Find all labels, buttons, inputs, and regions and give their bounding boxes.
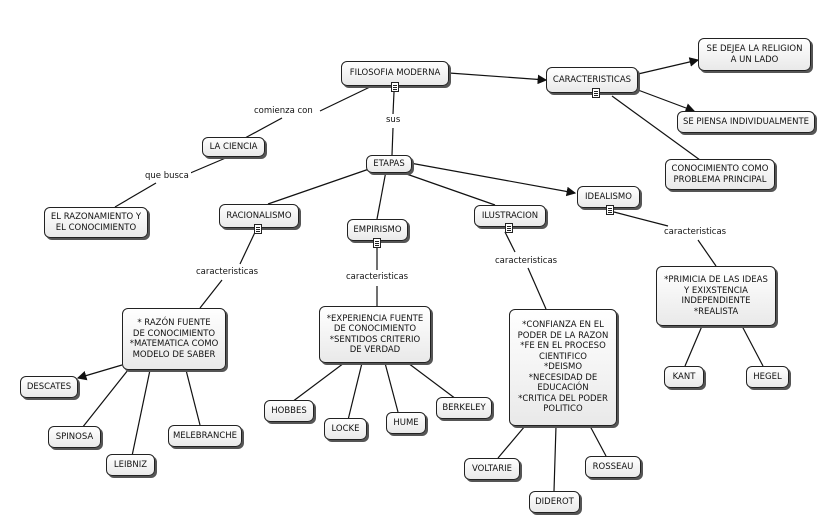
node-hobbes[interactable]: HOBBES [264,400,314,422]
document-icon[interactable] [505,223,513,233]
node-conocimiento[interactable]: CONOCIMIENTO COMO PROBLEMA PRINCIPAL [665,159,775,190]
node-kant[interactable]: KANT [664,366,704,388]
node-racionalismo-descripcion[interactable]: * RAZÓN FUENTE DE CONOCIMIENTO *MATEMATI… [122,308,226,370]
node-diderot[interactable]: DIDEROT [529,491,580,513]
link-label-que-busca: que busca [143,171,191,181]
node-spinosa[interactable]: SPINOSA [48,426,101,448]
link-label-caracteristicas-idealismo: caracteristicas [662,227,729,237]
node-empirismo-descripcion[interactable]: *EXPERIENCIA FUENTE DE CONOCIMIENTO *SEN… [319,306,431,363]
node-idealismo-descripcion[interactable]: *PRIMICIA DE LAS IDEAS Y EXIXSTENCIA IND… [656,266,776,326]
document-icon[interactable] [606,205,614,215]
node-razonamiento[interactable]: EL RAZONAMIENTO Y EL CONOCIMIENTO [44,207,148,238]
link-label-sus: sus [384,115,403,125]
node-hume[interactable]: HUME [386,412,426,434]
document-icon[interactable] [254,224,262,234]
node-leibniz[interactable]: LEIBNIZ [106,454,155,476]
document-icon[interactable] [592,88,600,98]
node-religion[interactable]: SE DEJEA LA RELIGION A UN LADO [698,38,811,71]
node-ilustracion-descripcion[interactable]: *CONFIANZA EN EL PODER DE LA RAZON *FE E… [509,309,617,426]
node-hegel[interactable]: HEGEL [746,366,789,388]
node-melebranche[interactable]: MELEBRANCHE [168,425,242,447]
node-voltarie[interactable]: VOLTARIE [464,458,520,480]
node-rosseau[interactable]: ROSSEAU [585,456,641,478]
node-etapas[interactable]: ETAPAS [366,155,412,173]
node-descartes[interactable]: DESCATES [20,376,78,398]
node-ilustracion[interactable]: ILUSTRACION [474,205,546,227]
node-locke[interactable]: LOCKE [324,418,367,440]
link-label-caracteristicas-ilustracion: caracteristicas [493,256,560,266]
document-icon[interactable] [373,238,381,248]
link-label-caracteristicas-racionalismo: caracteristicas [194,267,261,277]
node-individual[interactable]: SE PIENSA INDIVIDUALMENTE [677,111,815,133]
node-la-ciencia[interactable]: LA CIENCIA [202,137,265,157]
link-label-comienza-con: comienza con [252,106,315,116]
node-berkeley[interactable]: BERKELEY [436,397,492,419]
link-label-caracteristicas-empirismo: caracteristicas [344,272,411,282]
document-icon[interactable] [391,82,399,92]
